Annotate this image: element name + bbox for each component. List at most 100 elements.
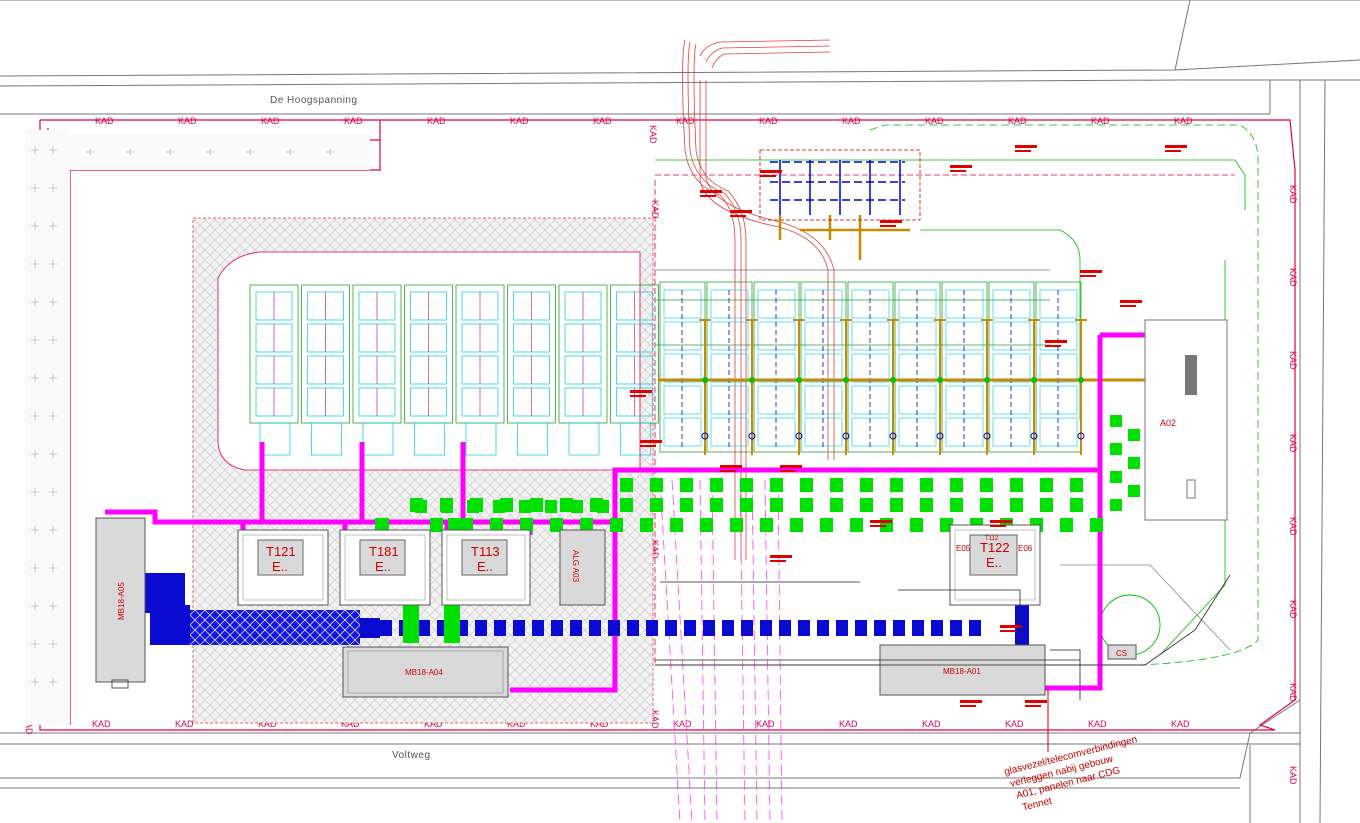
node (889, 432, 897, 440)
cyan-cell (851, 353, 890, 383)
cyan-cell (945, 321, 984, 351)
equipment-block (490, 518, 503, 532)
building-label-mb18-a04: MB18-A04 (405, 668, 443, 677)
equipment-block (1070, 478, 1083, 492)
cyan-equipment-grid (249, 284, 659, 456)
node (936, 432, 944, 440)
node (937, 377, 943, 383)
field-bay (800, 281, 847, 453)
equipment-block (710, 498, 723, 512)
red-note-mark (870, 520, 892, 523)
tray-segment (513, 620, 525, 636)
equipment-block (1010, 498, 1023, 512)
tray-segment (722, 620, 734, 636)
kad-label: KAD (507, 719, 526, 729)
green-equipment-blocks (410, 415, 1140, 532)
green-frame-grid (655, 269, 1082, 453)
equipment-block (740, 478, 753, 492)
equipment-block (770, 478, 783, 492)
road-name-south: Voltweg (392, 750, 431, 761)
kad-label: KAD (1288, 185, 1298, 204)
field-bay (847, 281, 894, 453)
kad-label: KAD (24, 716, 34, 735)
kad-label: KAD (759, 116, 778, 126)
red-note-mark (700, 190, 722, 193)
kad-label: KAD (1288, 600, 1298, 619)
kad-label: KAD (261, 116, 280, 126)
top-blue-busbars (759, 149, 921, 221)
tray-segment (570, 620, 582, 636)
equipment-block (620, 498, 633, 512)
field-bay (659, 281, 706, 453)
plus-mark (49, 526, 57, 534)
red-note-mark (880, 225, 896, 227)
red-note-mark (1165, 150, 1181, 152)
equipment-block (710, 478, 723, 492)
kad-label: KAD (510, 116, 529, 126)
equipment-block (1110, 443, 1122, 455)
kad-label: KAD (1008, 116, 1027, 126)
node (842, 432, 850, 440)
tray-segment (589, 620, 601, 636)
plus-mark (31, 374, 39, 382)
red-note-mark (1045, 345, 1061, 347)
plus-mark (49, 184, 57, 192)
road-south (0, 699, 1301, 823)
red-note-mark (1015, 145, 1037, 148)
transformer-sub-t181: E.. (375, 559, 391, 574)
red-note-mark (960, 700, 982, 703)
kad-label: KAD (1288, 434, 1298, 453)
equipment-block (597, 500, 609, 513)
cyan-cell (945, 289, 984, 319)
building-mb18-a05: MB18-A05 (95, 517, 146, 689)
cyan-cell (804, 321, 843, 351)
transformer-sub-t113: E.. (477, 559, 493, 574)
equipment-block (680, 498, 693, 512)
node (701, 432, 709, 440)
red-note-mark (950, 165, 972, 168)
cyan-cell (945, 417, 984, 447)
kad-label: KAD (756, 719, 775, 729)
plus-mark (31, 184, 39, 192)
equipment-block (520, 518, 533, 532)
kad-label: KAD (650, 710, 660, 729)
cyan-cell (851, 321, 890, 351)
plus-mark (326, 148, 334, 156)
kad-label: KAD (175, 719, 194, 729)
equipment-block (800, 498, 813, 512)
red-note-mark (1080, 275, 1096, 277)
equipment-block (493, 500, 505, 513)
cyan-cell (945, 385, 984, 415)
transformer-t122: T112 T122 E.. E05 E06 (949, 524, 1041, 606)
plus-mark (49, 450, 57, 458)
equipment-block (950, 478, 963, 492)
cyan-cell (898, 385, 937, 415)
cyan-cell (1039, 353, 1078, 383)
cyan-cell (710, 417, 749, 447)
equipment-block (980, 498, 993, 512)
equipment-block (530, 498, 543, 512)
equipment-block (650, 478, 663, 492)
kad-label: KAD (92, 719, 111, 729)
cyan-cell (851, 385, 890, 415)
plus-mark (49, 564, 57, 572)
tray-segment (912, 620, 924, 636)
plus-mark (49, 602, 57, 610)
field-bay (1035, 281, 1082, 453)
cyan-cell (710, 321, 749, 351)
cyan-cell (898, 417, 937, 447)
plus-mark (49, 298, 57, 306)
cyan-cell (710, 289, 749, 319)
building-label-mb18-a01: MB18-A01 (943, 667, 981, 676)
red-note-mark (730, 210, 752, 213)
kad-label: KAD (1174, 116, 1193, 126)
plus-mark (126, 148, 134, 156)
equipment-block (830, 498, 843, 512)
red-note-mark (760, 175, 776, 177)
red-note-mark (1025, 705, 1041, 707)
cyan-cell (992, 353, 1031, 383)
equipment-block (670, 518, 683, 532)
plus-mark (286, 148, 294, 156)
cyan-cell (1039, 417, 1078, 447)
cyan-cell (992, 417, 1031, 447)
